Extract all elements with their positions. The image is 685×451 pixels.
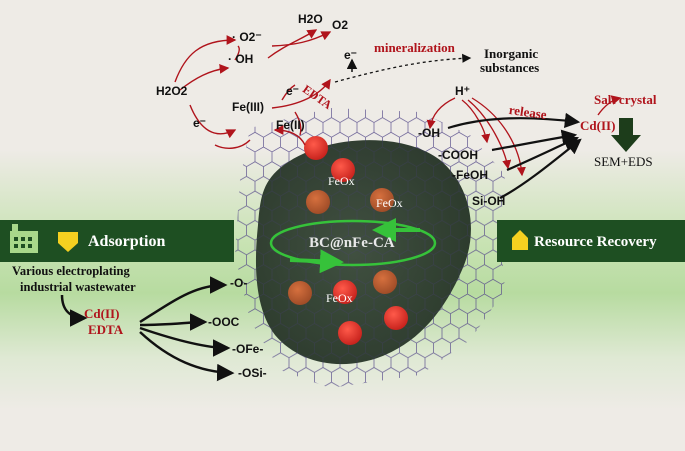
source-line-2: industrial wastewater bbox=[20, 280, 136, 294]
group-cooh: -COOH bbox=[438, 148, 478, 162]
feox-label-1: FeOx bbox=[328, 174, 355, 188]
cd-recovered-label: Cd(II) bbox=[580, 118, 616, 133]
oh-radical-label: · OH bbox=[228, 52, 254, 66]
release-arrows bbox=[447, 112, 582, 199]
sem-eds-label: SEM+EDS bbox=[594, 154, 653, 169]
protonation-arrows bbox=[426, 97, 526, 177]
rotation-arrows bbox=[269, 218, 437, 274]
group-sioh: Si-OH bbox=[472, 194, 506, 208]
feox-label-3: FeOx bbox=[326, 291, 353, 305]
right-banner-bg bbox=[497, 220, 685, 262]
group-o: -O- bbox=[230, 276, 248, 290]
mineralization-arrow bbox=[334, 53, 472, 83]
left-banner-bg bbox=[0, 220, 234, 262]
salt-crystal-label: Salt crystal bbox=[594, 92, 657, 107]
o2-label: O2 bbox=[332, 18, 349, 32]
group-osi: -OSi- bbox=[238, 366, 267, 380]
crystallization-arrow bbox=[597, 95, 622, 116]
inorganic-line-2: substances bbox=[480, 60, 540, 75]
home-arrow-icon bbox=[512, 230, 528, 250]
resource-recovery-title: Resource Recovery bbox=[534, 233, 657, 250]
source-line-1: Various electroplating bbox=[12, 264, 130, 278]
electron-label-3: e⁻ bbox=[344, 48, 358, 62]
h2o2-label: H2O2 bbox=[156, 84, 188, 98]
electron-label-1: e⁻ bbox=[193, 116, 207, 130]
feox-nanoparticles bbox=[288, 136, 408, 345]
pollutant-edta: EDTA bbox=[88, 322, 124, 337]
o2-radical-label: · O2⁻ bbox=[232, 30, 262, 44]
group-oh: -OH bbox=[418, 126, 440, 140]
group-feoh: -FeOH bbox=[452, 168, 488, 182]
adsorption-title: Adsorption bbox=[88, 233, 166, 250]
fenton-arrows bbox=[174, 29, 332, 149]
inorganic-line-1: Inorganic bbox=[484, 46, 539, 61]
adsorbent-name: BC@nFe-CA bbox=[309, 235, 395, 251]
proton-label: H⁺ bbox=[455, 84, 470, 98]
h2o-label: H2O bbox=[298, 12, 323, 26]
electron-label-2: e⁻ bbox=[286, 84, 300, 98]
adsorption-arrows bbox=[60, 276, 235, 382]
pollutant-cd: Cd(II) bbox=[84, 306, 120, 321]
fe3-label: Fe(III) bbox=[232, 100, 264, 114]
feox-label-2: FeOx bbox=[376, 196, 403, 210]
analysis-down-arrow-icon bbox=[611, 118, 641, 152]
group-ooc: -OOC bbox=[208, 315, 240, 329]
factory-icon bbox=[10, 224, 38, 253]
mineralization-label: mineralization bbox=[374, 40, 455, 55]
down-arrow-icon bbox=[58, 232, 78, 252]
fe2-label: Fe(II) bbox=[276, 118, 305, 132]
group-ofe: -OFe- bbox=[232, 342, 264, 356]
